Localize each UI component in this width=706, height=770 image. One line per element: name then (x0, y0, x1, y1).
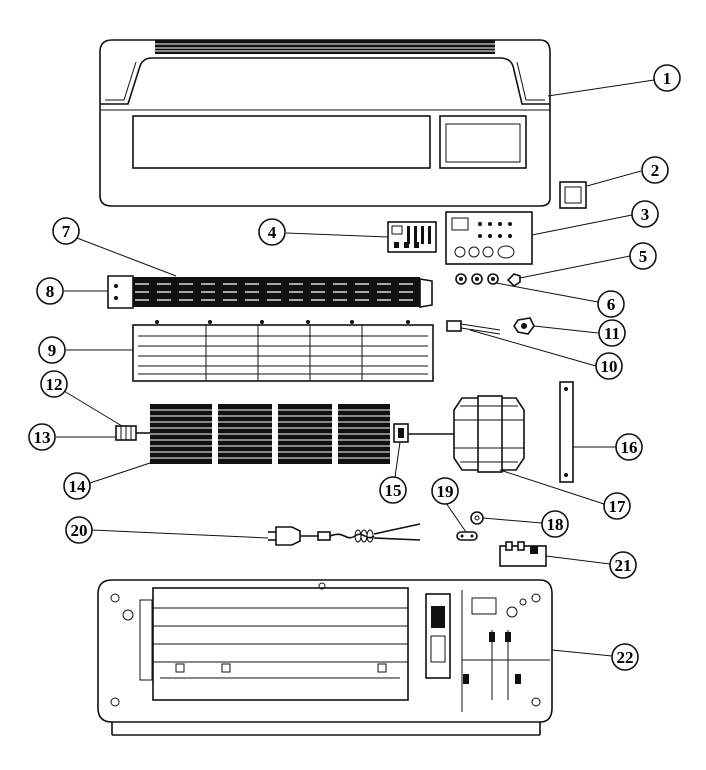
callout-number: 9 (48, 341, 57, 360)
callout-number: 19 (437, 482, 454, 501)
callout-8: 8 (36, 277, 64, 305)
callout-number: 17 (609, 497, 627, 516)
callout-number: 8 (46, 282, 55, 301)
callout-3: 3 (631, 200, 659, 228)
callout-number: 5 (639, 247, 648, 266)
part-control-panel (445, 211, 533, 265)
callout-20: 20 (65, 516, 93, 544)
callout-6: 6 (597, 290, 625, 318)
part-sensor-cable (446, 320, 501, 335)
callout-12: 12 (40, 370, 68, 398)
callout-number: 10 (601, 357, 618, 376)
callout-number: 6 (607, 295, 616, 314)
callout-21: 21 (609, 551, 637, 579)
callout-19: 19 (431, 477, 459, 505)
callout-9: 9 (38, 336, 66, 364)
part-washer (470, 511, 484, 525)
callout-number: 2 (651, 161, 660, 180)
callout-number: 16 (621, 438, 638, 457)
callout-5: 5 (629, 242, 657, 270)
callout-7: 7 (52, 217, 80, 245)
callout-15: 15 (379, 476, 407, 504)
callout-number: 21 (615, 556, 632, 575)
callout-number: 20 (71, 521, 88, 540)
callout-number: 1 (663, 69, 672, 88)
part-circuit-board (387, 221, 437, 253)
part-front-cover (99, 39, 551, 207)
part-fan-wheel (136, 404, 390, 464)
part-fuse (456, 531, 478, 541)
callout-number: 22 (617, 648, 634, 667)
callout-13: 13 (28, 423, 56, 451)
callout-18: 18 (541, 510, 569, 538)
part-thermostat (513, 317, 535, 335)
callout-10: 10 (595, 352, 623, 380)
callout-number: 15 (385, 481, 402, 500)
callout-22: 22 (611, 643, 639, 671)
callout-1: 1 (653, 64, 681, 92)
callout-2: 2 (641, 156, 669, 184)
part-square-cap (559, 181, 587, 209)
callout-number: 18 (547, 515, 564, 534)
part-bracket (559, 381, 574, 483)
part-rear-housing (97, 579, 553, 736)
part-motor (453, 395, 525, 473)
part-bearing (115, 425, 137, 441)
callout-number: 7 (62, 222, 71, 241)
callout-14: 14 (63, 472, 91, 500)
callout-16: 16 (615, 433, 643, 461)
part-power-cord (268, 523, 421, 546)
callout-4: 4 (258, 218, 286, 246)
callout-number: 12 (46, 375, 63, 394)
part-knobs (455, 273, 521, 288)
callout-11: 11 (598, 319, 626, 347)
leader-lines (56, 79, 655, 657)
part-coupling (393, 423, 454, 443)
callout-number: 4 (268, 223, 277, 242)
part-grille-frame (132, 320, 434, 382)
callout-17: 17 (603, 492, 631, 520)
callout-number: 14 (69, 477, 87, 496)
callout-number: 11 (604, 324, 620, 343)
part-terminal-block (499, 541, 547, 567)
callout-number: 3 (641, 205, 650, 224)
callout-number: 13 (34, 428, 51, 447)
part-heating-element (107, 275, 433, 309)
